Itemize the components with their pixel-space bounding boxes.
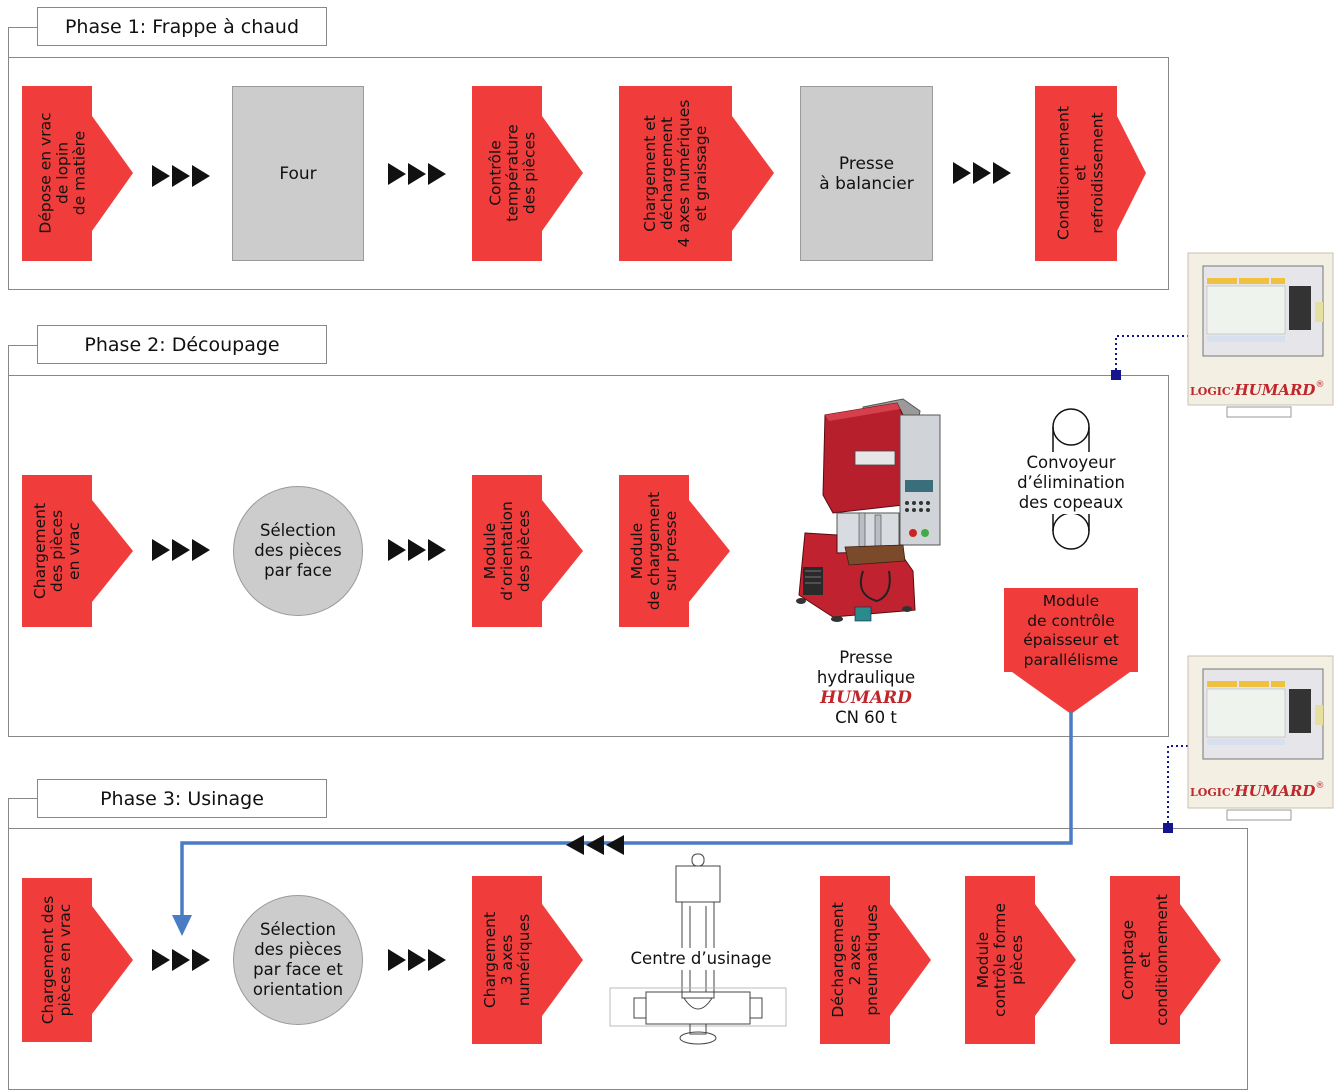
step-presse-balancier: Presse à balancier: [800, 86, 933, 261]
phase1-frame: [8, 57, 1169, 290]
step-dechargement-2axes: Déchargement 2 axes pneumatiques: [820, 876, 931, 1044]
red-arrow-shape: [472, 876, 583, 1044]
controller-1-reg: ®: [1315, 380, 1325, 390]
control-panel-screen-icon: [1187, 252, 1334, 418]
step-chargement-3axes: Chargement 3 axes numériques: [472, 876, 583, 1044]
controller-2-reg: ®: [1315, 781, 1325, 791]
red-arrow-shape: [472, 86, 583, 261]
red-arrow-shape: [1035, 86, 1146, 261]
controller-panel-2: LOGIC’HUMARD®: [1187, 655, 1334, 825]
step-comptage: Comptage et conditionnement: [1110, 876, 1221, 1044]
flow-arrows-3a: [152, 949, 212, 975]
step-selection-orientation: Sélection des pièces par face et orienta…: [233, 895, 363, 1025]
phase1-title: Phase 1: Frappe à chaud: [37, 7, 327, 46]
flow-arrows-2a: [152, 539, 212, 565]
press-line-1: Presse: [839, 648, 893, 667]
red-arrow-shape: [619, 475, 730, 627]
step-chargement-3axes-label: Chargement 3 axes numériques: [480, 911, 533, 1009]
red-down-arrow-shape: [1004, 588, 1138, 714]
red-arrow-shape: [22, 878, 133, 1042]
red-arrow-shape: [820, 876, 931, 1044]
step-controle-forme: Module contrôle forme pièces: [965, 876, 1076, 1044]
step-comptage-label: Comptage et conditionnement: [1118, 894, 1171, 1026]
step-depose-vrac: Dépose en vrac de lopin de matière: [22, 86, 133, 261]
red-arrow-shape: [22, 86, 133, 261]
hydraulic-press-illustration: [785, 395, 950, 640]
step-controle-epaisseur-label: Module de contrôle épaisseur et parallél…: [1023, 592, 1119, 669]
flow-arrows-3b: [388, 949, 448, 975]
step-chargement-4axes-label: Chargement et déchargement 4 axes numéri…: [640, 99, 710, 248]
red-arrow-shape: [1110, 876, 1221, 1044]
controller-panel-1: LOGIC’HUMARD®: [1187, 252, 1334, 422]
flow-arrows-1b: [388, 163, 448, 189]
step-chargement-vrac-p3: Chargement des pièces en vrac: [22, 878, 133, 1042]
step-conditionnement-label: Conditionnement et refroidissement: [1054, 106, 1106, 240]
step-module-chargement-presse: Module de chargement sur presse: [619, 475, 730, 627]
red-arrow-shape: [965, 876, 1076, 1044]
step-four: Four: [232, 86, 364, 261]
step-controle-epaisseur: Module de contrôle épaisseur et parallél…: [1004, 588, 1138, 714]
phase2-connector: [8, 345, 39, 376]
step-chargement-vrac-p2-label: Chargement des pièces en vrac: [30, 502, 83, 600]
flow-arrows-1c: [953, 162, 1013, 188]
phase3-connector: [8, 798, 39, 829]
step-selection-face: Sélection des pièces par face: [233, 486, 363, 616]
step-chargement-4axes: Chargement et déchargement 4 axes numéri…: [619, 86, 774, 261]
step-controle-temperature-label: Contrôle température des pièces: [486, 124, 538, 222]
controller-2-brand: HUMARD: [1234, 782, 1316, 800]
step-module-orientation: Module d’orientation des pièces: [472, 475, 583, 627]
step-controle-forme-label: Module contrôle forme pièces: [973, 903, 1026, 1017]
press-brand-logo: HUMARD: [820, 688, 912, 708]
phase2-title: Phase 2: Découpage: [37, 325, 327, 364]
step-depose-vrac-label: Dépose en vrac de lopin de matière: [36, 112, 88, 234]
phase1-connector: [8, 27, 39, 58]
step-module-chargement-presse-label: Module de chargement sur presse: [627, 491, 680, 611]
flow-arrows-1a: [152, 165, 212, 191]
red-arrow-shape: [619, 86, 774, 261]
controller-2-logo: LOGIC’HUMARD®: [1190, 781, 1324, 800]
phase3-title: Phase 3: Usinage: [37, 779, 327, 818]
control-panel-screen-icon: [1187, 655, 1334, 821]
controller-2-logic: LOGIC’: [1190, 786, 1235, 799]
conveyor-label: Convoyeur d’élimination des copeaux: [1000, 452, 1142, 514]
controller-1-brand: HUMARD: [1234, 381, 1316, 399]
flow-arrows-2b: [388, 539, 448, 565]
red-arrow-shape: [22, 475, 133, 627]
step-chargement-vrac-p2: Chargement des pièces en vrac: [22, 475, 133, 627]
controller-1-logic: LOGIC’: [1190, 385, 1235, 398]
controller-1-logo: LOGIC’HUMARD®: [1190, 380, 1324, 399]
press-line-4: CN 60 t: [835, 708, 897, 727]
step-module-orientation-label: Module d’orientation des pièces: [480, 501, 533, 601]
red-arrow-shape: [472, 475, 583, 627]
step-conditionnement: Conditionnement et refroidissement: [1035, 86, 1146, 261]
press-line-2: hydraulique: [816, 668, 916, 687]
step-controle-temperature: Contrôle température des pièces: [472, 86, 583, 261]
machining-center-label: Centre d’usinage: [620, 948, 782, 970]
step-dechargement-2axes-label: Déchargement 2 axes pneumatiques: [828, 902, 881, 1018]
step-chargement-vrac-p3-label: Chargement des pièces en vrac: [39, 895, 74, 1025]
